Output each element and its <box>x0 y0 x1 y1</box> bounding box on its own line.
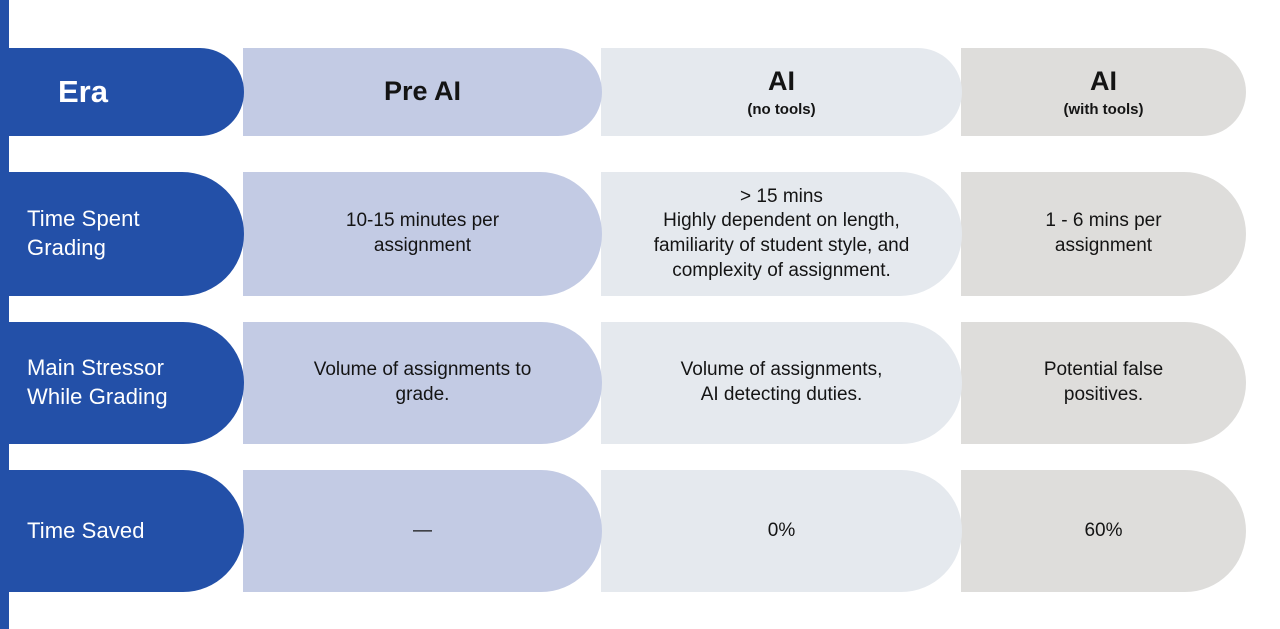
header-cell-ai-with-tools-main: AI <box>1089 66 1117 97</box>
header-cell-ai-with-tools-text: AI (with tools) <box>1050 64 1158 120</box>
cell-line: Volume of assignments to <box>313 359 532 381</box>
row-label-text: Time Saved <box>0 517 155 546</box>
row-cell-pre-ai-text: — <box>399 519 446 544</box>
row-cell-ai-with-tools-text: Potential false positives. <box>1030 358 1177 407</box>
cell-line: — <box>413 519 432 541</box>
header-cell-ai-with-tools-sub: (with tools) <box>1063 101 1144 119</box>
row-label-cell: Time Spent Grading <box>0 172 244 296</box>
row-cell-ai-with-tools: Potential false positives. <box>961 322 1246 444</box>
cell-line: 0% <box>767 519 796 541</box>
table-row: Time Saved — 0% 60% <box>0 470 1246 592</box>
header-cell-pre-ai-main: Pre AI <box>383 76 462 107</box>
table-row: Time Spent Grading 10-15 minutes per ass… <box>0 172 1246 296</box>
cell-line: assignment <box>373 235 472 256</box>
table-row: Main Stressor While Grading Volume of as… <box>0 322 1246 444</box>
cell-line: > 15 mins <box>740 185 823 207</box>
row-label-line: Grading <box>27 235 106 260</box>
cell-line: positives. <box>1063 384 1144 405</box>
header-cell-pre-ai: Pre AI <box>243 48 602 136</box>
header-cell-ai-with-tools: AI (with tools) <box>961 48 1246 136</box>
row-label-cell: Main Stressor While Grading <box>0 322 244 444</box>
cell-line: complexity of assignment. <box>672 259 891 281</box>
header-label-cell: Era <box>0 48 244 136</box>
row-label-line: Main Stressor <box>27 355 165 381</box>
row-label-line: Time Spent <box>27 206 140 232</box>
row-cell-pre-ai-text: 10-15 minutes per assignment <box>332 209 513 258</box>
row-cell-ai-with-tools-text: 1 - 6 mins per assignment <box>1031 209 1175 258</box>
header-cell-pre-ai-text: Pre AI <box>370 74 475 109</box>
header-label-text: Era <box>58 73 108 109</box>
cell-line: Volume of assignments, <box>680 359 883 381</box>
table-header-row: Era Pre AI AI (no tools) AI (with tools) <box>0 48 1246 136</box>
row-cell-ai-no-tools-text: Volume of assignments, AI detecting duti… <box>667 358 897 407</box>
cell-line: AI detecting duties. <box>700 384 863 405</box>
header-cell-ai-no-tools-main: AI <box>767 66 795 97</box>
cell-line: 60% <box>1084 519 1123 541</box>
cell-line: 10-15 minutes per <box>345 210 500 232</box>
row-label-line: While Grading <box>27 384 168 409</box>
cell-line: Potential false <box>1043 359 1164 381</box>
row-label-text: Main Stressor While Grading <box>0 354 178 411</box>
row-cell-pre-ai: — <box>243 470 602 592</box>
row-cell-ai-no-tools: Volume of assignments, AI detecting duti… <box>601 322 962 444</box>
cell-line: 1 - 6 mins per <box>1045 210 1162 232</box>
row-label-text: Time Spent Grading <box>0 205 150 262</box>
row-cell-ai-with-tools: 1 - 6 mins per assignment <box>961 172 1246 296</box>
row-label-cell: Time Saved <box>0 470 244 592</box>
row-cell-pre-ai: Volume of assignments to grade. <box>243 322 602 444</box>
row-cell-pre-ai: 10-15 minutes per assignment <box>243 172 602 296</box>
row-cell-ai-with-tools: 60% <box>961 470 1246 592</box>
header-cell-ai-no-tools: AI (no tools) <box>601 48 962 136</box>
cell-line: grade. <box>395 384 450 405</box>
row-cell-ai-no-tools-text: 0% <box>754 519 809 544</box>
cell-line: Highly dependent on length, <box>663 210 900 232</box>
cell-line: familiarity of student style, and <box>653 235 910 256</box>
row-cell-pre-ai-text: Volume of assignments to grade. <box>300 358 546 407</box>
cell-line: assignment <box>1054 235 1153 256</box>
row-cell-ai-with-tools-text: 60% <box>1070 519 1136 544</box>
left-accent-rail <box>0 0 9 629</box>
header-cell-ai-no-tools-text: AI (no tools) <box>733 64 829 120</box>
row-cell-ai-no-tools-text: > 15 mins Highly dependent on length, fa… <box>640 185 924 284</box>
row-label-line: Time Saved <box>27 517 145 543</box>
row-cell-ai-no-tools: 0% <box>601 470 962 592</box>
row-cell-ai-no-tools: > 15 mins Highly dependent on length, fa… <box>601 172 962 296</box>
header-cell-ai-no-tools-sub: (no tools) <box>747 101 816 119</box>
